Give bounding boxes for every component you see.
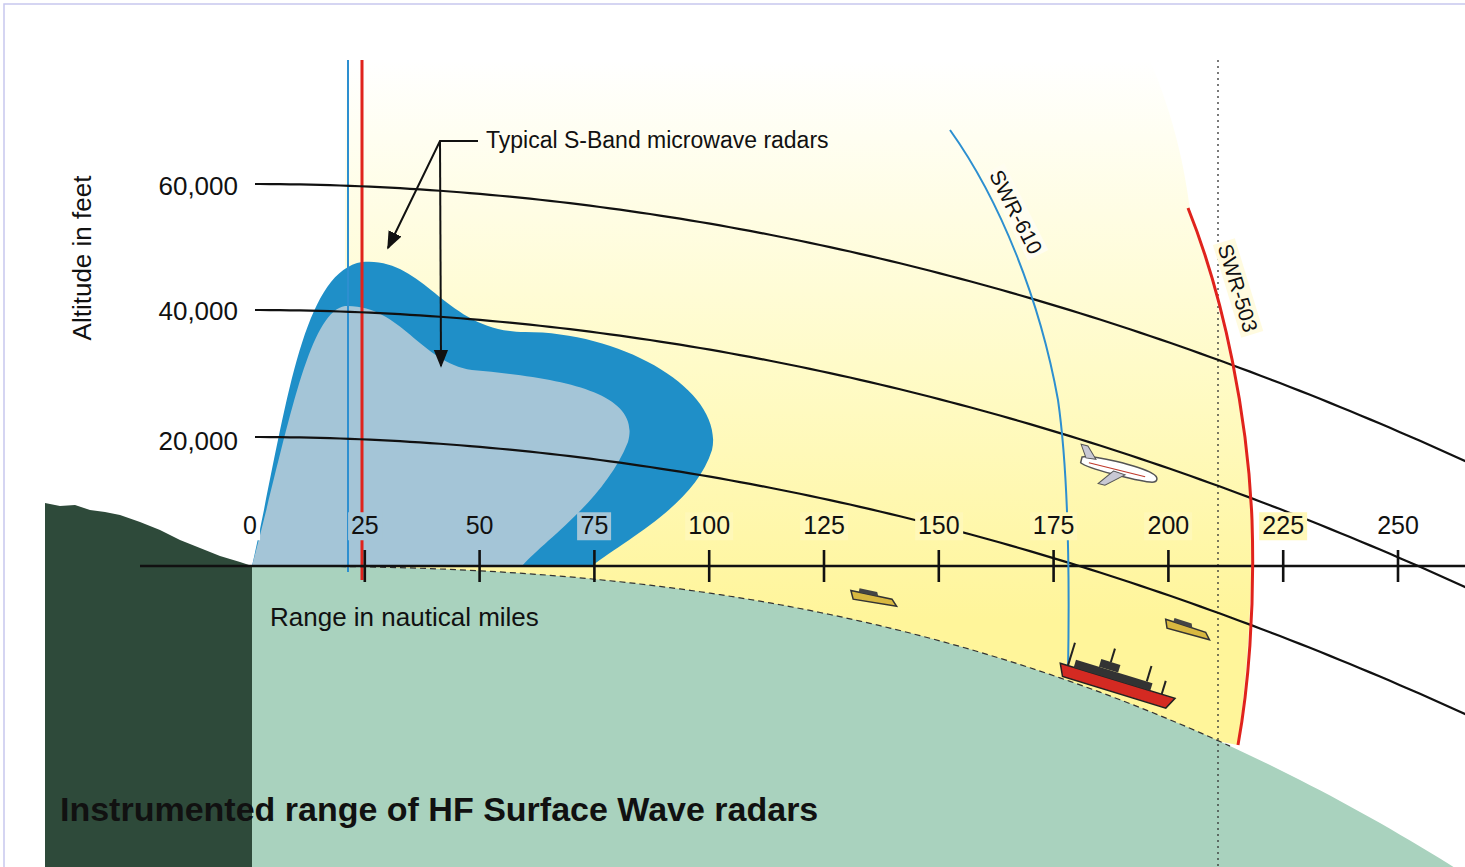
altitude-curves <box>255 184 1465 716</box>
tick-label: 50 <box>463 512 497 540</box>
tick-label: 150 <box>915 512 963 540</box>
tick-label: 100 <box>685 512 733 540</box>
axis-title: Altitude in feet <box>68 176 97 341</box>
radar-site-line <box>347 60 349 572</box>
altitude-curve <box>255 184 1465 463</box>
axis-tick <box>823 550 826 582</box>
callout-label: Typical S-Band microwave radars <box>486 128 829 153</box>
altitude-curve <box>255 437 1465 716</box>
swr-610-range-arc <box>950 130 1069 672</box>
tick-label: 200 <box>1145 512 1193 540</box>
tick-label: 25 <box>348 512 382 540</box>
boat-icon <box>1163 615 1212 641</box>
axis-line <box>140 565 1465 568</box>
tick-label: 175 <box>1030 512 1078 540</box>
altitude-curve <box>255 310 1465 589</box>
axis-tick <box>1397 550 1400 582</box>
tick-label: 225 <box>1259 512 1307 540</box>
axis-tick <box>1282 550 1285 582</box>
axis-tick <box>1052 550 1055 582</box>
diagram-title: Instrumented range of HF Surface Wave ra… <box>60 791 818 828</box>
radar-site-line <box>361 60 364 580</box>
altitude-value: 40,000 <box>158 297 238 326</box>
altitude-value: 20,000 <box>158 427 238 456</box>
axis-tick <box>708 550 711 582</box>
earth-edge <box>250 566 1230 746</box>
ship-icon <box>1057 635 1184 710</box>
tick-label: 250 <box>1374 512 1422 540</box>
tick-label: 125 <box>800 512 848 540</box>
axis-tick <box>478 550 481 582</box>
reference-line <box>1217 60 1218 867</box>
altitude-value: 60,000 <box>158 172 238 201</box>
axis-tick <box>363 550 366 582</box>
axis-tick <box>593 550 596 582</box>
axis-tick <box>1167 550 1170 582</box>
leader-line <box>440 141 441 366</box>
airliner-icon <box>1073 444 1161 497</box>
leader-line <box>388 141 478 248</box>
axis-tick <box>937 550 940 582</box>
tick-label: 0 <box>240 512 260 540</box>
range-axis <box>140 550 1465 582</box>
boat-icon <box>849 587 898 609</box>
axis-title: Range in nautical miles <box>270 603 539 632</box>
tick-label: 75 <box>577 512 611 540</box>
s-band-lobe-outer <box>252 262 713 566</box>
